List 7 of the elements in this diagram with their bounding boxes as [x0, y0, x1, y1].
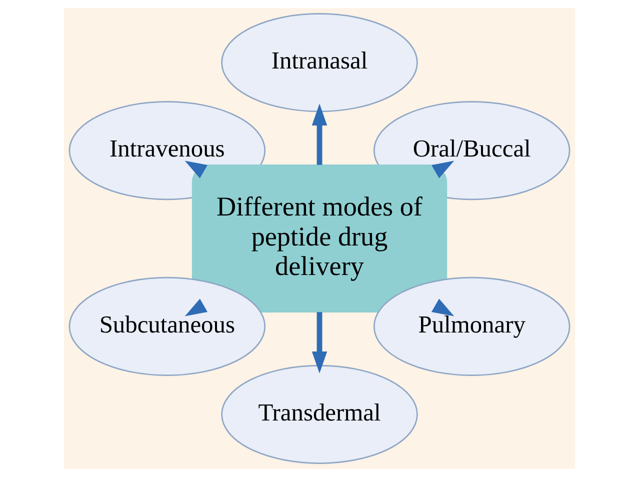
arrow [312, 104, 328, 165]
node-box: Different modes of peptide drug delivery [192, 164, 448, 312]
node-ellipse: Subcutaneous [68, 276, 266, 376]
node-ellipse: Intranasal [221, 13, 418, 112]
arrow [312, 312, 328, 374]
node-ellipse: Transdermal [221, 364, 418, 464]
node-ellipse: Pulmonary [373, 276, 570, 376]
